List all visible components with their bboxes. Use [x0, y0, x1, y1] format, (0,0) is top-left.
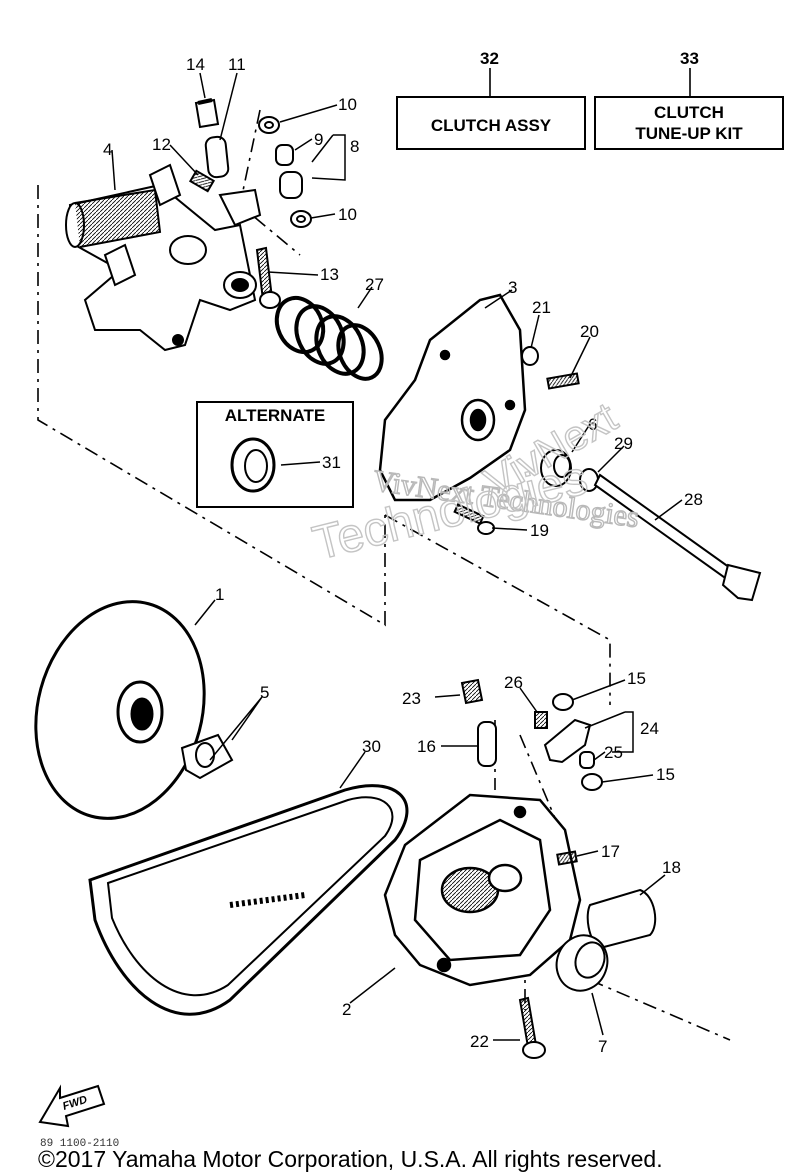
callout-20: 20 — [580, 322, 599, 341]
callout-numbers: 14 11 10 9 8 12 4 10 13 27 3 21 20 6 29 … — [103, 55, 703, 1056]
fwd-arrow-icon: FWD — [38, 1084, 106, 1128]
callout-28: 28 — [684, 490, 703, 509]
callout-15-bottom: 15 — [656, 765, 675, 784]
weight-part-5 — [180, 733, 234, 780]
callout-14: 14 — [186, 55, 205, 74]
callout-1: 1 — [215, 585, 224, 604]
tune-up-kit-box[interactable]: 33 CLUTCH TUNE-UP KIT — [594, 49, 784, 150]
clutch-assy-box[interactable]: 32 CLUTCH ASSY — [396, 49, 586, 150]
callout-2: 2 — [342, 1000, 351, 1019]
spider-hub-part-4 — [65, 163, 262, 352]
callout-12: 12 — [152, 135, 171, 154]
movable-sheave-part-2 — [383, 793, 582, 987]
callout-24: 24 — [640, 719, 659, 738]
callout-6: 6 — [588, 415, 597, 434]
drawing-code: 89 1100-2110 — [40, 1138, 119, 1150]
callout-22: 22 — [470, 1032, 489, 1051]
clutch-assy-label: CLUTCH ASSY — [431, 116, 552, 135]
spring-part-27 — [274, 295, 384, 381]
callout-15-top: 15 — [627, 669, 646, 688]
alternate-box[interactable]: ALTERNATE 31 — [196, 401, 354, 508]
callout-23: 23 — [402, 689, 421, 708]
leader-lines — [111, 72, 683, 1041]
small-parts-top — [188, 98, 312, 309]
callout-29: 29 — [614, 434, 633, 453]
callout-5: 5 — [260, 683, 269, 702]
clutch-assy-number: 32 — [480, 49, 499, 68]
callout-11: 11 — [228, 55, 246, 74]
alternate-number: 31 — [322, 453, 341, 472]
callout-30: 30 — [362, 737, 381, 756]
callout-8: 8 — [350, 137, 359, 156]
callout-27: 27 — [365, 275, 384, 294]
tune-up-kit-label-line2: TUNE-UP KIT — [635, 124, 743, 143]
callout-3: 3 — [508, 278, 517, 297]
sheave-part-1 — [34, 600, 206, 820]
callout-4: 4 — [103, 140, 112, 159]
callout-19: 19 — [530, 521, 549, 540]
callout-10-top: 10 — [338, 95, 357, 114]
callout-17: 17 — [601, 842, 620, 861]
callout-18: 18 — [662, 858, 681, 877]
lower-hardware — [460, 678, 657, 1059]
callout-7: 7 — [598, 1037, 607, 1056]
cover-part-3 — [378, 293, 527, 502]
callout-26: 26 — [504, 673, 523, 692]
callout-21: 21 — [532, 298, 551, 317]
callout-13: 13 — [320, 265, 339, 284]
copyright-notice: ©2017 Yamaha Motor Corporation, U.S.A. A… — [38, 1146, 663, 1172]
alternate-label: ALTERNATE — [225, 406, 325, 425]
callout-9: 9 — [314, 130, 323, 149]
belt-part-30 — [88, 784, 409, 1016]
tune-up-kit-number: 33 — [680, 49, 699, 68]
tune-up-kit-label-line1: CLUTCH — [654, 103, 724, 122]
callout-10-bottom: 10 — [338, 205, 357, 224]
callout-25: 25 — [604, 743, 623, 762]
callout-16: 16 — [417, 737, 436, 756]
